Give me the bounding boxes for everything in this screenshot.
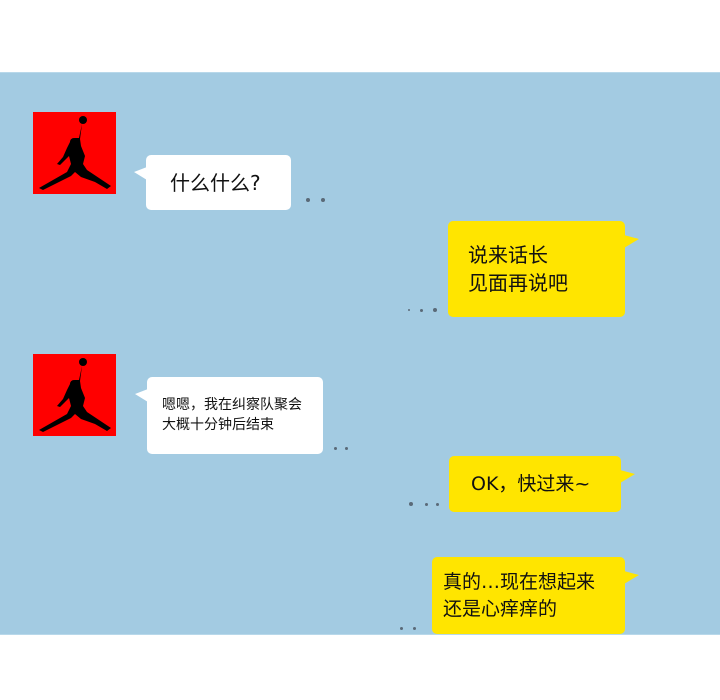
message-text: 真的…现在想起来 还是心痒痒的 [443, 570, 596, 620]
typing-dots [408, 308, 442, 314]
message-bubble-incoming: 什么什么? [134, 155, 291, 210]
chat-panel [0, 72, 720, 635]
typing-dots [306, 198, 330, 204]
message-bubble-outgoing: OK，快过来~ [449, 456, 635, 512]
message-text: 说来话长 见面再说吧 [468, 243, 568, 295]
typing-dots [409, 502, 443, 508]
message-text: 嗯嗯，我在纠察队聚会 大概十分钟后结束 [162, 396, 302, 433]
typing-dots [400, 627, 420, 633]
bubble-tail [134, 167, 147, 180]
avatar [33, 112, 116, 194]
bubble-tail [624, 571, 639, 584]
message-bubble-outgoing: 真的…现在想起来 还是心痒痒的 [432, 557, 639, 634]
message-bubble-incoming: 嗯嗯，我在纠察队聚会 大概十分钟后结束 [135, 377, 323, 454]
bubble-tail [135, 389, 148, 402]
typing-dots [334, 447, 350, 453]
jumpman-logo-icon [39, 358, 111, 432]
message-text: 什么什么? [170, 170, 261, 195]
bubble-tail [624, 235, 639, 248]
bubble-tail [620, 470, 635, 483]
jumpman-logo-icon [39, 116, 111, 190]
message-bubble-outgoing: 说来话长 见面再说吧 [448, 221, 639, 317]
avatar [33, 354, 116, 436]
message-text: OK，快过来~ [471, 472, 591, 495]
